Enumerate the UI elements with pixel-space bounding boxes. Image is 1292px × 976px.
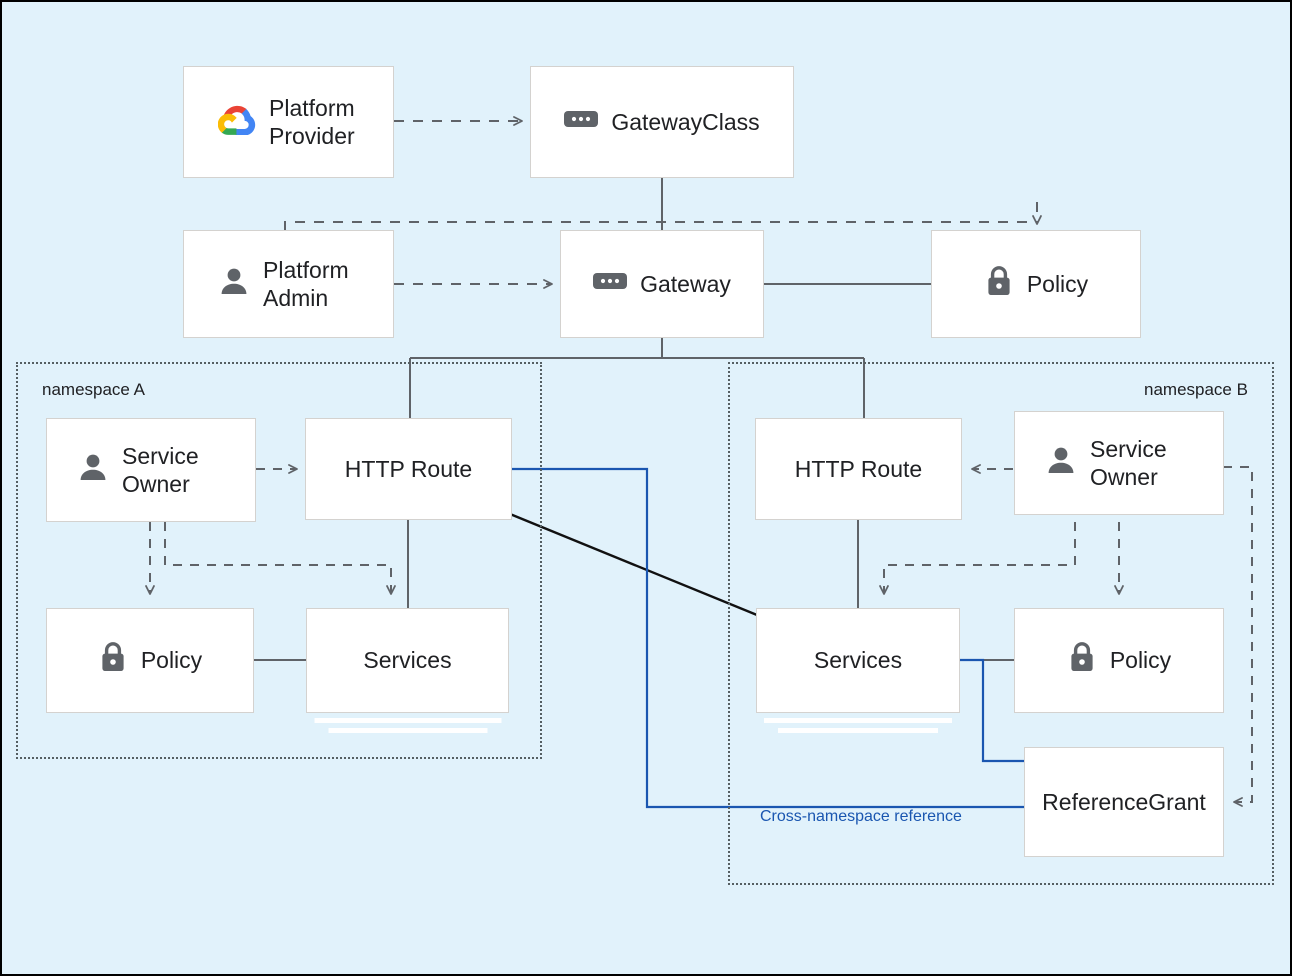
gateway-chip-icon (564, 108, 599, 136)
node-reference-grant[interactable]: ReferenceGrant (1024, 747, 1224, 857)
namespace-b-container (728, 362, 1274, 885)
lock-icon (984, 264, 1014, 304)
node-label: Service Owner (122, 442, 199, 497)
lock-icon (1067, 640, 1097, 680)
namespace-b-label: namespace B (1144, 380, 1248, 399)
person-icon (218, 265, 250, 303)
node-services-a[interactable]: Services (306, 608, 509, 713)
namespace-a-container (16, 362, 542, 759)
node-label: Services (813, 647, 903, 674)
person-icon (1045, 444, 1077, 482)
node-label: ReferenceGrant (1042, 788, 1206, 815)
node-label: GatewayClass (611, 108, 760, 135)
person-icon (77, 451, 109, 489)
cross-namespace-reference-label: Cross-namespace reference (760, 808, 962, 825)
node-services-b[interactable]: Services (756, 608, 960, 713)
edge-routea-to-servicesb-diagonal (509, 512, 758, 617)
node-http-route-a[interactable]: HTTP Route (305, 418, 512, 520)
node-label: HTTP Route (794, 455, 923, 482)
namespace-a-label: namespace A (42, 380, 146, 399)
node-gateway-class[interactable]: GatewayClass (530, 66, 794, 178)
node-platform-provider[interactable]: Platform Provider (183, 66, 394, 178)
node-gateway[interactable]: Gateway (560, 230, 764, 338)
node-policy-a[interactable]: Policy (46, 608, 254, 713)
node-policy-top[interactable]: Policy (931, 230, 1141, 338)
node-policy-b[interactable]: Policy (1014, 608, 1224, 713)
node-label: Policy (1026, 270, 1089, 297)
node-label: HTTP Route (344, 455, 473, 482)
node-label: Policy (1109, 647, 1172, 674)
node-service-owner-b[interactable]: Service Owner (1014, 411, 1224, 515)
node-platform-admin[interactable]: Platform Admin (183, 230, 394, 338)
node-label: Service Owner (1090, 435, 1167, 490)
node-http-route-b[interactable]: HTTP Route (755, 418, 962, 520)
node-label: Platform Admin (263, 256, 349, 311)
node-label: Gateway (640, 270, 731, 297)
node-label: Services (363, 647, 452, 674)
node-service-owner-a[interactable]: Service Owner (46, 418, 256, 522)
lock-icon (98, 640, 128, 680)
gateway-chip-icon (593, 270, 628, 298)
node-label: Policy (140, 647, 203, 674)
google-cloud-icon (217, 103, 256, 141)
node-label: Platform Provider (269, 94, 355, 149)
